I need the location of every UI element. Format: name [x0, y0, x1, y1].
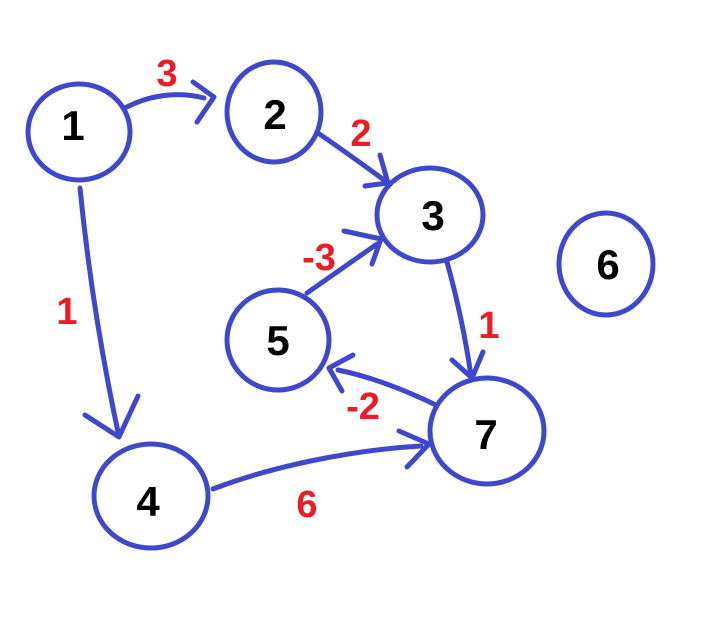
- nodes-layer: 1 2 3 4 5 6 7: [25, 59, 656, 551]
- edge-1-2: 3: [120, 53, 217, 125]
- edge-4-7-line: [210, 443, 424, 492]
- node-1-circle: [25, 81, 133, 183]
- node-5: 5: [224, 287, 332, 393]
- node-2: 2: [224, 59, 324, 165]
- edge-1-4: 1: [56, 185, 141, 440]
- node-1-label: 1: [61, 102, 84, 149]
- edge-7-5: -2: [326, 352, 439, 428]
- node-4: 4: [91, 441, 211, 551]
- node-3-label: 3: [421, 192, 444, 239]
- edge-5-3-weight-label: -3: [302, 237, 336, 279]
- node-4-circle: [91, 441, 211, 551]
- edge-5-3: -3: [302, 228, 384, 296]
- edge-1-2-weight-label: 3: [156, 53, 177, 95]
- node-5-label: 5: [266, 317, 289, 364]
- node-3-circle: [374, 165, 486, 265]
- edge-1-4-weight-label: 1: [56, 291, 77, 333]
- edge-2-3: 2: [315, 113, 391, 189]
- edge-1-4-arrowhead-icon: [82, 393, 141, 440]
- edge-3-7: 1: [444, 259, 500, 381]
- edge-2-3-line: [315, 130, 387, 183]
- node-6-label: 6: [596, 241, 619, 288]
- node-7-label: 7: [474, 411, 497, 458]
- edge-2-3-weight-label: 2: [350, 113, 371, 155]
- node-7-circle: [427, 375, 547, 487]
- edge-1-2-line: [120, 92, 207, 112]
- node-2-circle: [224, 59, 324, 165]
- edge-3-7-weight-label: 1: [478, 305, 499, 347]
- edge-5-3-line: [304, 241, 380, 296]
- edge-7-5-line: [335, 367, 439, 408]
- edge-4-7-weight-label: 6: [296, 484, 317, 526]
- node-5-circle: [224, 287, 332, 393]
- edge-4-7: 6: [210, 428, 432, 526]
- node-1: 1: [25, 81, 133, 183]
- node-6: 6: [556, 210, 656, 318]
- edge-1-2-arrowhead-icon: [190, 79, 217, 125]
- node-7: 7: [427, 375, 547, 487]
- edge-7-5-weight-label: -2: [346, 386, 380, 428]
- edge-4-7-arrowhead-icon: [396, 428, 432, 470]
- node-3: 3: [374, 165, 486, 265]
- edge-7-5-arrowhead-icon: [326, 352, 356, 394]
- node-6-circle: [556, 210, 656, 318]
- edge-1-4-line: [77, 185, 121, 435]
- edge-3-7-line: [444, 259, 474, 379]
- node-2-label: 2: [263, 91, 286, 138]
- edge-5-3-arrowhead-icon: [341, 228, 384, 267]
- node-4-label: 4: [136, 478, 160, 525]
